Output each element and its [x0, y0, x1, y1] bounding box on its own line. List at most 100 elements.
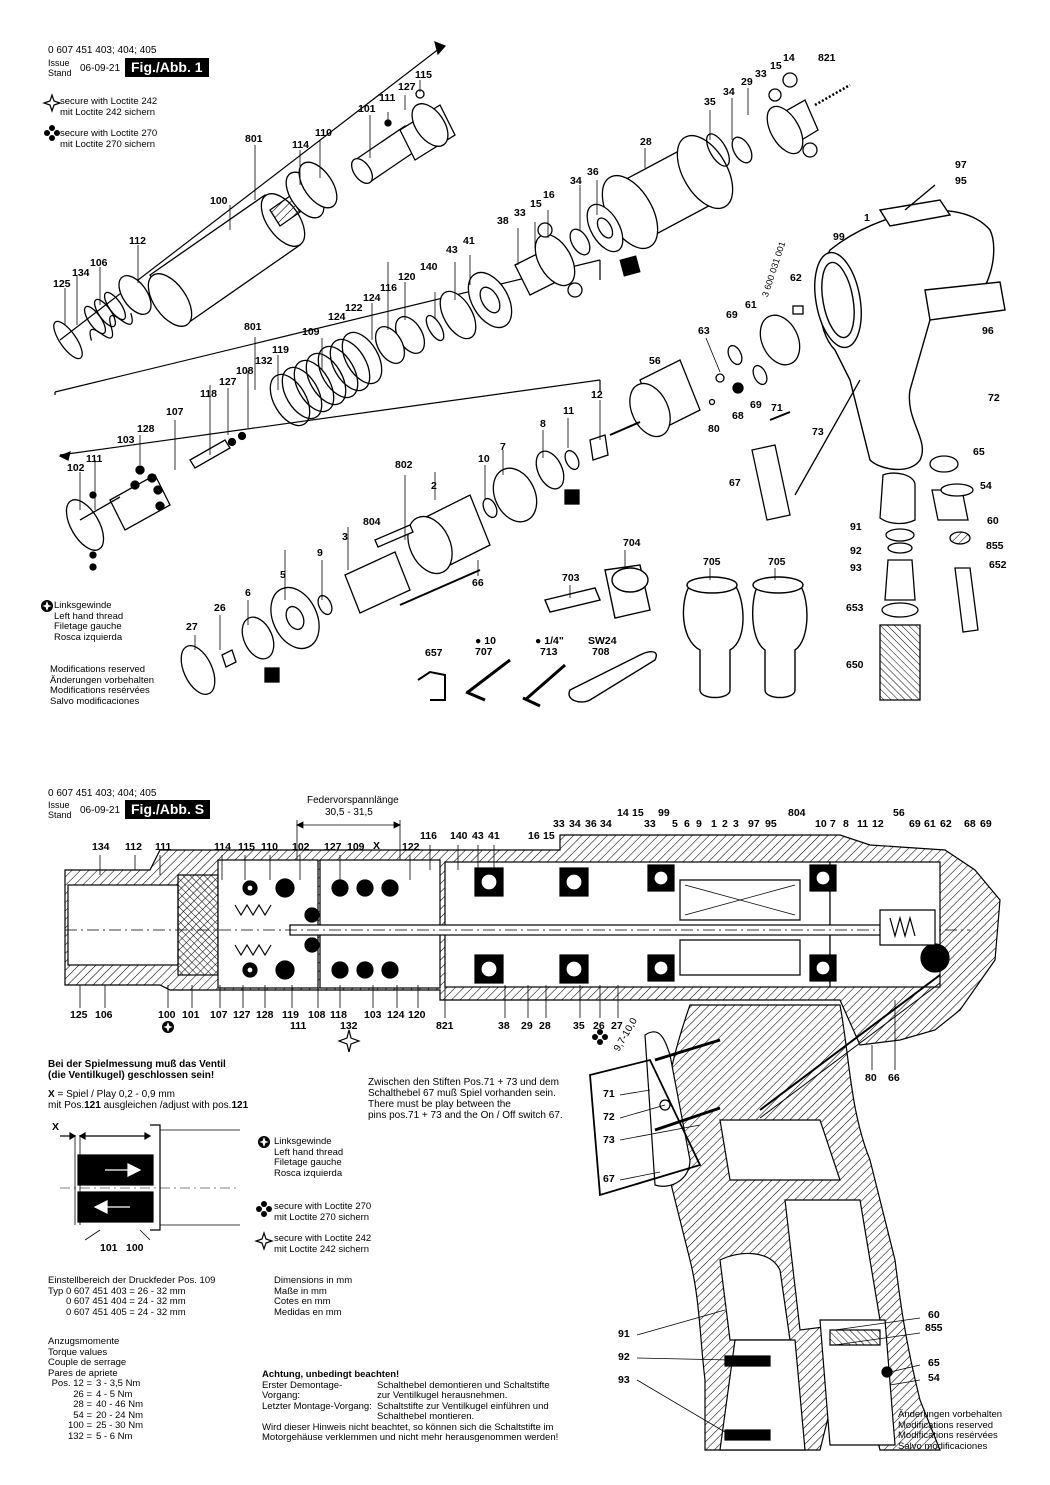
- label-67: 67: [729, 477, 741, 489]
- label-29: 29: [741, 76, 753, 88]
- switch-label-73: 73: [603, 1134, 615, 1146]
- label-68: 68: [732, 410, 744, 422]
- spring-range-note: Einstellbereich der Druckfeder Pos. 109 …: [48, 1275, 216, 1318]
- sec-label-41: 41: [488, 830, 500, 842]
- label-12: 12: [591, 389, 603, 401]
- label-704: 704: [623, 537, 641, 549]
- sec-label-128: 128: [256, 1009, 274, 1021]
- label-92: 92: [850, 545, 862, 557]
- sec-label-99: 99: [658, 807, 670, 819]
- upper-components: [53, 89, 456, 360]
- figure-badge-1: Fig./Abb. 1: [125, 58, 209, 77]
- sec-label-15-b: 15: [632, 807, 644, 819]
- issue-label-section: Issue: [48, 800, 70, 810]
- sec-label-118: 118: [330, 1009, 347, 1021]
- play-warning: Bei der Spielmessung muß das Ventil(die …: [48, 1059, 226, 1081]
- sec-label-95: 95: [765, 818, 777, 830]
- spring-106: [83, 291, 133, 341]
- sec-label-28: 28: [539, 1020, 551, 1032]
- sec-label-140: 140: [450, 830, 468, 842]
- label-41: 41: [463, 235, 475, 247]
- tool-657-label: 657: [425, 647, 443, 659]
- spring-length-range: 30,5 - 31,5: [325, 807, 373, 818]
- stand-label-top: Stand: [48, 68, 72, 78]
- grip-label-54: 54: [928, 1372, 940, 1384]
- sec-label-124: 124: [387, 1009, 405, 1021]
- label-28: 28: [640, 136, 652, 148]
- housing-1: [794, 184, 1006, 496]
- sec-label-11: 11: [857, 818, 869, 830]
- section-view: [64, 834, 1001, 1451]
- label-116: 116: [380, 282, 397, 294]
- loctite270-symbol-2: [256, 1201, 272, 1217]
- play-adjust: mit Pos.121 ausgleichen /adjust with pos…: [48, 1100, 249, 1111]
- tools: [417, 564, 808, 708]
- label-140: 140: [420, 261, 438, 273]
- label-103: 103: [117, 434, 135, 446]
- sec-label-69: 69: [909, 818, 921, 830]
- label-100: 100: [210, 195, 228, 207]
- label-6: 6: [245, 587, 251, 599]
- attention-note: Achtung, unbedingt beachten! Erster Demo…: [262, 1369, 559, 1443]
- figure-badge-s: Fig./Abb. S: [125, 800, 211, 819]
- switch-label-67: 67: [603, 1173, 615, 1185]
- left-thread-symbol: [41, 600, 53, 612]
- sec-label-111: 111: [155, 841, 172, 853]
- sec-label-43: 43: [472, 830, 484, 842]
- label-61: 61: [745, 299, 757, 311]
- sec-label-33-b: 33: [644, 818, 656, 830]
- sec-label-120: 120: [408, 1009, 426, 1021]
- sec-label-34-b: 34: [600, 818, 612, 830]
- label-62: 62: [790, 272, 802, 284]
- play-definition: X = Spiel / Play 0,2 - 0,9 mm: [48, 1089, 176, 1100]
- sec-label-102: 102: [292, 841, 310, 853]
- label-134: 134: [72, 267, 90, 279]
- sec-label-61: 61: [924, 818, 936, 830]
- sec-label-1: 1: [711, 818, 717, 830]
- issue-label-top: Issue: [48, 58, 70, 68]
- issue-date-top: 06-09-21: [80, 63, 121, 74]
- leader-lines-section: [79, 845, 921, 1436]
- sec-label-16: 16: [528, 830, 540, 842]
- label-27: 27: [186, 621, 198, 633]
- label-15: 15: [770, 60, 782, 72]
- label-705-a: 705: [703, 556, 721, 568]
- sec-label-9: 9: [696, 818, 702, 830]
- label-127: 127: [398, 81, 416, 93]
- label-3: 3: [342, 531, 348, 543]
- sec-label-127-b: 127: [233, 1009, 251, 1021]
- label-650: 650: [846, 659, 864, 671]
- sec-label-112: 112: [125, 841, 142, 853]
- sec-label-26: 26: [593, 1020, 605, 1032]
- sec-label-115: 115: [238, 841, 255, 853]
- grip-label-65: 65: [928, 1357, 940, 1369]
- switch-play-note: Zwischen den Stiften Pos.71 + 73 und dem…: [368, 1077, 563, 1121]
- sec-label-38: 38: [498, 1020, 510, 1032]
- label-95: 95: [955, 175, 967, 187]
- label-111-b: 111: [86, 453, 103, 465]
- label-16: 16: [543, 189, 555, 201]
- sec-label-97: 97: [748, 818, 760, 830]
- sec-label-80: 80: [865, 1072, 877, 1084]
- torque-row: 54 =20 - 24 Nm: [73, 1409, 143, 1421]
- sec-label-7: 7: [830, 818, 836, 830]
- sec-label-100: 100: [158, 1009, 176, 1021]
- label-56: 56: [649, 355, 661, 367]
- label-93: 93: [850, 562, 862, 574]
- label-96: 96: [982, 325, 994, 337]
- torque-row: 100 =25 - 30 Nm: [67, 1420, 143, 1431]
- sec-label-132: 132: [340, 1020, 358, 1032]
- sec-label-5: 5: [672, 818, 678, 830]
- label-80: 80: [708, 423, 720, 435]
- sec-label-106: 106: [95, 1009, 113, 1021]
- loctite242-symbol-section: [337, 1029, 361, 1053]
- left-thread-symbol-2: [258, 1136, 270, 1148]
- label-99: 99: [833, 231, 845, 243]
- label-821-top: 821: [818, 52, 836, 64]
- loctite270-symbol: [44, 125, 60, 141]
- torque-row: Pos. 12 =3 - 3,5 Nm: [51, 1378, 141, 1389]
